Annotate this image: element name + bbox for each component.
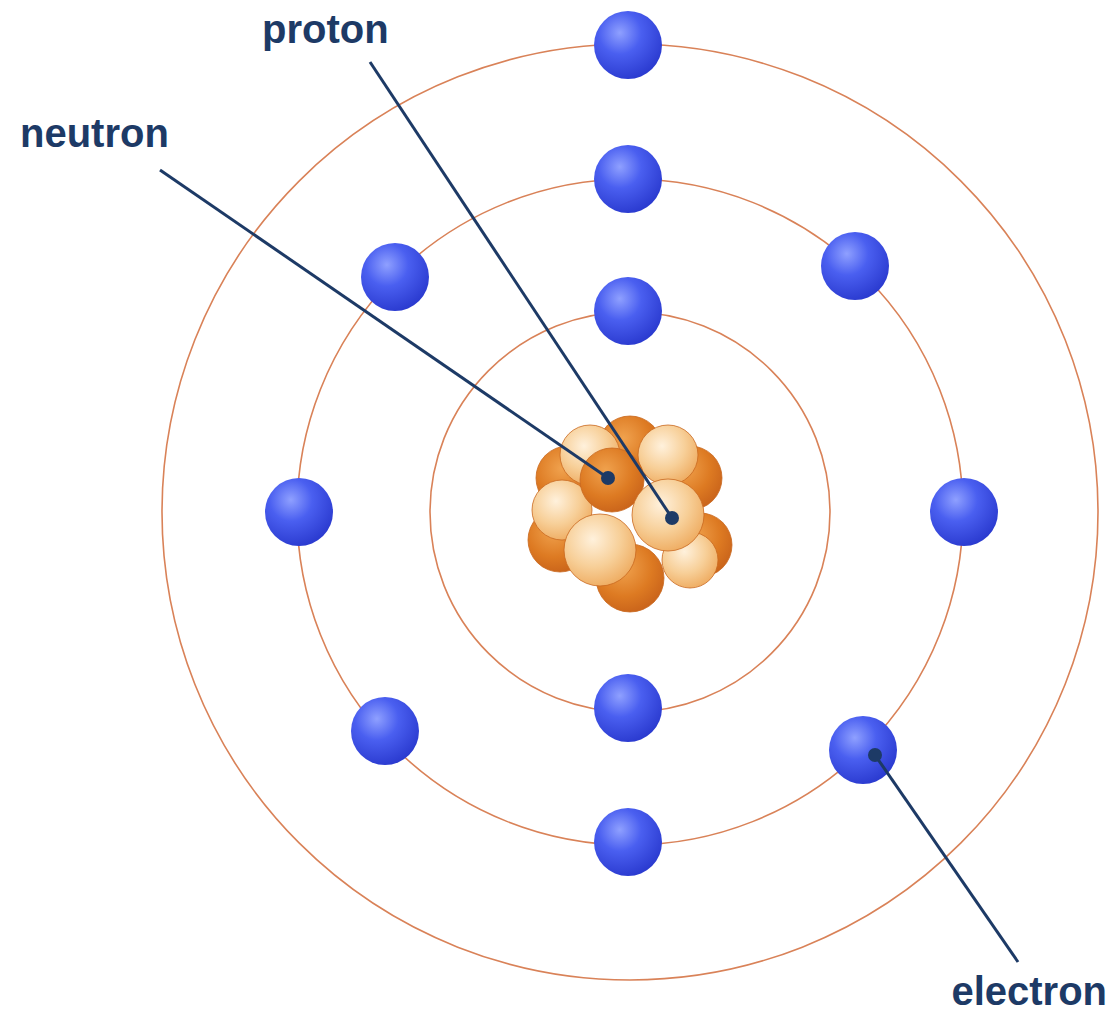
part-label-box: neutron bbox=[20, 110, 169, 156]
part-label-box: electron bbox=[951, 968, 1107, 1014]
leader-line bbox=[160, 170, 608, 478]
leader-line bbox=[370, 62, 672, 518]
part-label: proton bbox=[262, 6, 389, 52]
leader-lines bbox=[160, 62, 1018, 962]
electron-sphere bbox=[265, 478, 333, 546]
part-label: neutron bbox=[20, 110, 169, 156]
electron-sphere bbox=[594, 11, 662, 79]
electron-sphere bbox=[594, 277, 662, 345]
electron-sphere bbox=[361, 243, 429, 311]
orbits bbox=[162, 44, 1098, 980]
proton-sphere bbox=[564, 514, 636, 586]
electron-sphere bbox=[351, 697, 419, 765]
part-label-box: proton bbox=[262, 6, 389, 52]
leader-dot bbox=[665, 511, 679, 525]
middle-orbit bbox=[297, 179, 963, 845]
electron-sphere bbox=[594, 674, 662, 742]
nucleon bbox=[638, 425, 698, 485]
electron-sphere bbox=[821, 232, 889, 300]
electron-sphere bbox=[930, 478, 998, 546]
leader-dot bbox=[868, 748, 882, 762]
leader-dot bbox=[601, 471, 615, 485]
electron-sphere bbox=[594, 808, 662, 876]
leader-dots bbox=[601, 471, 882, 762]
electrons bbox=[265, 11, 998, 876]
proton-sphere bbox=[632, 479, 704, 551]
part-label: electron bbox=[951, 968, 1107, 1014]
electron-sphere bbox=[594, 145, 662, 213]
leader-line bbox=[875, 755, 1018, 962]
inner-orbit bbox=[430, 312, 830, 712]
outer-orbit bbox=[162, 44, 1098, 980]
